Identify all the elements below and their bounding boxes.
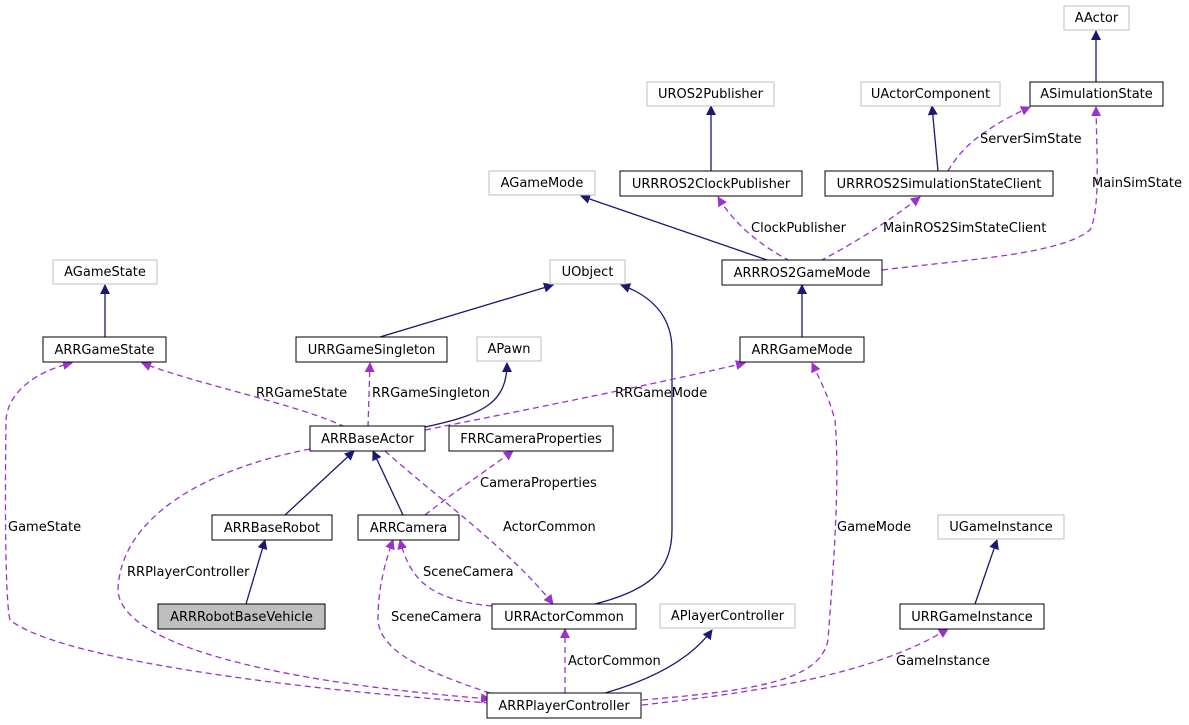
edge-gameinstance <box>641 628 949 706</box>
node-uobject[interactable]: UObject <box>549 259 626 285</box>
node-urractorcommon[interactable]: URRActorCommon <box>491 603 637 630</box>
node-arrrobotbasevehicle[interactable]: ARRRobotBaseVehicle <box>157 603 326 630</box>
node-arrgamestate[interactable]: ARRGameState <box>42 336 167 363</box>
node-label-arrbaseactor: ARRBaseActor <box>321 432 414 447</box>
node-aplayercontroller[interactable]: APlayerController <box>659 603 796 629</box>
node-urrros2clockpublisher[interactable]: URRROS2ClockPublisher <box>619 170 803 197</box>
node-label-asimulationstate: ASimulationState <box>1040 87 1153 102</box>
node-label-aactor: AActor <box>1075 11 1119 26</box>
node-label-uobject: UObject <box>562 265 614 280</box>
edge-urrgameinstance-ugameinstance <box>974 539 999 605</box>
edge-gamemode <box>641 362 838 701</box>
edge-gamestate <box>4 360 491 704</box>
node-label-arrgamemode: ARRGameMode <box>751 343 852 358</box>
label-game-mode: GameMode <box>837 520 911 535</box>
edge-urractorcommon-uobject <box>594 283 673 605</box>
node-label-arrcamera: ARRCamera <box>370 521 447 536</box>
node-uros2publisher[interactable]: UROS2Publisher <box>646 81 775 107</box>
label-actor-common-1: ActorCommon <box>503 520 596 535</box>
edge-arrbaserobot-arrbaseactor <box>284 450 355 516</box>
node-label-agamemode: AGameMode <box>501 176 584 191</box>
edge-rrgamemode <box>424 360 746 431</box>
edge-actorcommon-1 <box>384 450 554 605</box>
node-urrros2simulationstateclient[interactable]: URRROS2SimulationStateClient <box>824 170 1054 197</box>
node-arrbaseactor[interactable]: ARRBaseActor <box>309 425 426 452</box>
edge-arrbaseactor-apawn <box>424 362 512 428</box>
node-frrcameraproperties[interactable]: FRRCameraProperties <box>448 425 614 452</box>
label-camera-properties: CameraProperties <box>480 476 597 491</box>
edge-mainsimstate <box>881 106 1102 271</box>
node-label-urrgamesingleton: URRGameSingleton <box>308 343 436 358</box>
usage-edges <box>4 106 1102 706</box>
edge-rrgamesingleton <box>364 362 375 428</box>
label-actor-common-2: ActorCommon <box>568 654 661 669</box>
node-arrbaserobot[interactable]: ARRBaseRobot <box>211 514 333 541</box>
label-main-ros2-sim-state-client: MainROS2SimStateClient <box>883 221 1046 236</box>
edge-urrros2simulationstateclient-uactorcomponent <box>927 105 939 172</box>
node-label-arrbaserobot: ARRBaseRobot <box>224 521 320 536</box>
node-label-uros2publisher: UROS2Publisher <box>658 87 764 102</box>
node-arrros2gamemode[interactable]: ARRROS2GameMode <box>721 259 883 286</box>
node-label-frrcameraproperties: FRRCameraProperties <box>460 432 602 447</box>
node-agamemode[interactable]: AGameMode <box>488 170 596 196</box>
edge-labels: ServerSimState MainSimState ClockPublish… <box>8 132 1182 669</box>
edge-cameraproperties <box>424 450 514 516</box>
node-arrgamemode[interactable]: ARRGameMode <box>739 336 865 363</box>
node-label-arrgamestate: ARRGameState <box>54 343 154 358</box>
node-label-agamestate: AGameState <box>64 265 146 280</box>
node-label-urractorcommon: URRActorCommon <box>504 610 624 625</box>
label-clock-publisher: ClockPublisher <box>751 221 847 236</box>
edge-arrros2gamemode-agamemode <box>580 194 771 262</box>
label-scene-camera-2: SceneCamera <box>391 610 482 625</box>
edge-urrgamesingleton-uobject <box>379 282 554 338</box>
node-label-urrgameinstance: URRGameInstance <box>911 610 1033 625</box>
label-rr-game-state: RRGameState <box>256 386 347 401</box>
node-ugameinstance[interactable]: UGameInstance <box>937 514 1065 540</box>
node-label-ugameinstance: UGameInstance <box>949 520 1053 535</box>
node-urrgamesingleton[interactable]: URRGameSingleton <box>295 336 448 363</box>
edge-serversimstate <box>947 106 1031 172</box>
edge-arrrobotbasevehicle-arrbaserobot <box>245 539 268 605</box>
node-label-uactorcomponent: UActorComponent <box>871 87 990 102</box>
node-label-arrros2gamemode: ARRROS2GameMode <box>734 266 871 281</box>
node-arrcamera[interactable]: ARRCamera <box>357 514 460 541</box>
node-label-aplayercontroller: APlayerController <box>671 609 785 624</box>
node-label-urrros2clockpublisher: URRROS2ClockPublisher <box>632 177 791 192</box>
node-label-arrrobotbasevehicle: ARRRobotBaseVehicle <box>170 610 313 625</box>
node-label-apawn: APawn <box>488 342 531 357</box>
node-uactorcomponent[interactable]: UActorComponent <box>860 81 1001 107</box>
edge-rrplayercontroller <box>117 448 491 704</box>
label-rr-player-controller: RRPlayerController <box>127 565 250 580</box>
inheritance-edges <box>100 30 1101 694</box>
edge-scenecamera-1 <box>397 539 493 607</box>
edge-scenecamera-2 <box>377 539 491 694</box>
label-rr-game-mode: RRGameMode <box>615 386 707 401</box>
nodes: AActor ASimulationState UROS2Publisher U… <box>42 5 1164 719</box>
edge-arrcamera-arrbaseactor <box>372 450 404 516</box>
edge-clockpublisher <box>717 196 791 262</box>
label-server-sim-state: ServerSimState <box>980 132 1082 147</box>
label-game-state: GameState <box>8 520 81 535</box>
node-asimulationstate[interactable]: ASimulationState <box>1029 81 1164 107</box>
label-main-sim-state: MainSimState <box>1092 176 1182 191</box>
node-aactor[interactable]: AActor <box>1063 5 1130 31</box>
edge-arrplayercontroller-aplayercontroller <box>604 629 713 694</box>
edge-rrgamestate <box>141 361 346 428</box>
node-agamestate[interactable]: AGameState <box>52 259 158 285</box>
node-apawn[interactable]: APawn <box>476 336 542 362</box>
label-rr-game-singleton: RRGameSingleton <box>372 386 490 401</box>
edge-mainros2simstateclient <box>819 196 921 262</box>
node-label-arrplayercontroller: ARRPlayerController <box>498 699 630 714</box>
node-urrgameinstance[interactable]: URRGameInstance <box>899 603 1045 630</box>
node-label-urrros2simulationstateclient: URRROS2SimulationStateClient <box>837 177 1042 192</box>
label-game-instance: GameInstance <box>896 654 990 669</box>
label-scene-camera-1: SceneCamera <box>423 565 514 580</box>
node-arrplayercontroller[interactable]: ARRPlayerController <box>486 692 642 719</box>
